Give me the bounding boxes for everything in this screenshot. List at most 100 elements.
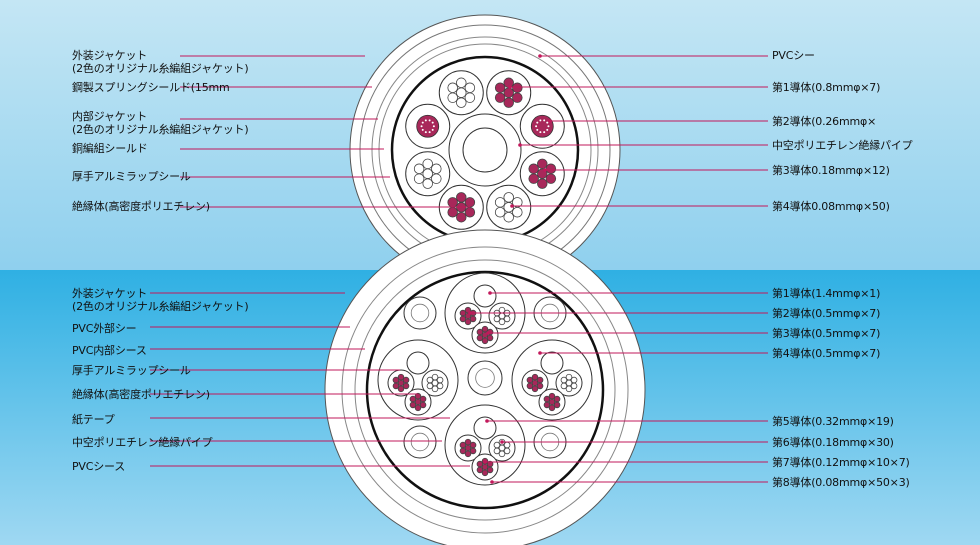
top-conductor-dot [431,121,434,124]
top-conductor-dot [421,128,424,131]
top-conductor-dot [431,128,434,131]
top-right-label-4: 中空ポリエチレン絶縁パイプ [772,139,913,152]
bottom-sub-bundle-left [377,339,459,421]
top-conductor-strand [464,92,476,103]
bottom-sub-bundle-top-conductor-strand [486,334,494,342]
top-conductor-dot [546,128,549,131]
bottom-sub-bundle-right-conductor-strand [548,392,556,400]
bottom-sub-bundle-right-conductor-strand [570,376,578,384]
bottom-sub-bundle-left-sheath [377,339,459,421]
bottom-sub-bundle-left-conductor-strand [436,376,444,384]
bottom-sub-bundle-top-conductor-strand [481,337,489,345]
bottom-sub-bundle-top-conductor-strand [476,334,484,342]
bottom-sub-bundle-bottom-conductor-strand [503,447,511,455]
bottom-sub-bundle-top-conductor-strand [498,318,506,326]
bottom-sub-bundle-right-conductor-strand [565,373,573,381]
bottom-sub-bundle-left-conductor-strand [397,385,405,393]
bottom-sub-bundle-left-conductor-strand [426,382,434,390]
bottom-sub-bundle-left-conductor [387,369,415,397]
bottom-sub-bundle-right-conductor-strand [536,376,544,384]
bottom-sub-bundle-top-conductor-strand [481,325,489,333]
top-conductor [486,70,532,116]
leader-end-dot [483,460,487,464]
leader-end-dot [538,54,542,58]
top-conductor [519,103,565,149]
top-conductor-strand [503,87,514,98]
bottom-sub-bundle-left-conductor-strand [431,373,439,381]
top-conductor-strand [537,178,548,189]
top-conductor-dot [535,125,538,128]
top-conductor-dot [421,121,424,124]
bottom-sub-bundle-left-conductor-strand [414,404,422,412]
top-conductor-strand [456,211,467,223]
top-left-label-1: 外装ジャケット(2色のオリジナル糸編組ジャケット) [72,49,249,75]
bottom-sub-bundle-right-conductor-strand [526,382,534,390]
top-conductor-strand [464,197,476,208]
top-conductor-strand [494,82,506,93]
leader-lines [150,54,768,484]
top-conductor-strand [456,97,467,108]
top-right-label-6: 第4導体0.08mmφ×50) [772,200,890,213]
bottom-filler-pipe-bore [410,303,430,323]
bottom-sub-bundle-bottom-conductor [471,453,499,481]
bottom-right-label-2: 第2導体(0.5mmφ×7) [772,307,881,320]
top-conductor-strand [422,178,433,189]
bottom-sub-bundle-left-conductor-strand [409,401,417,409]
bottom-right-label-5: 第5導体(0.32mmφ×19) [772,415,894,428]
bottom-left-label-3: PVC内部シース [72,344,147,357]
top-conductor-strand [422,168,433,179]
leader-end-dot [468,311,472,315]
top-conductor-strand [545,163,557,175]
bottom-sub-bundle-right-conductor-strand [560,376,568,384]
bottom-sub-bundle-bottom-conductor-strand [498,450,506,458]
bottom-sub-bundle-right-conductor-strand [543,395,551,403]
bottom-sub-bundle-left-conductor-strand [392,376,400,384]
bottom-sub-bundle-left-conductor [404,388,432,416]
bottom-sub-bundle-right [511,339,593,421]
bottom-right-label-1: 第1導体(1.4mmφ×1) [772,287,881,300]
top-conductor-strand [512,207,523,218]
bottom-left-label-1: 外装ジャケット(2色のオリジナル糸編組ジャケット) [72,287,249,313]
top-conductor-strand [494,92,506,103]
leader-end-dot [543,168,547,172]
bottom-sub-bundle-top-conductor [471,321,499,349]
top-conductor-dot [424,131,427,134]
bottom-sub-bundle-bottom-conductor-strand [493,447,501,455]
top-conductor-strand [447,197,458,208]
top-conductor-strand [447,82,458,93]
top-conductor-dot [420,125,423,128]
bottom-left-label-8: PVCシース [72,460,126,473]
top-conductor-dot [424,119,427,122]
top-conductor-strand [456,77,467,89]
top-conductor-dot [432,125,435,128]
bottom-sub-bundle-left-pipe [406,351,430,375]
leader-end-dot [485,419,489,423]
bottom-sub-bundle-bottom-conductor-strand [469,447,477,455]
bottom-left-label-6: 紙テープ [72,413,115,426]
bottom-right-label-3: 第3導体(0.5mmφ×7) [772,327,881,340]
top-conductor-strand [456,192,467,203]
bottom-sub-bundle-top-conductor-strand [503,315,511,323]
bottom-sub-bundle-bottom-conductor-strand [493,441,501,449]
top-conductor [438,70,484,116]
top-conductor-dot [543,119,546,122]
top-left-label-6: 絶縁体(高密度ポリエチレン) [72,200,210,213]
top-conductor-dot [539,131,542,134]
top-conductor-strand [456,87,467,98]
top-conductor-dot [536,121,539,124]
top-conductor-strand [494,197,506,208]
bottom-pvc-outer-sheath [341,246,629,534]
bottom-left-label-2: PVC外部シー [72,322,137,335]
top-conductor-dot [543,131,546,134]
bottom-sub-bundle-bottom-sheath [444,404,526,486]
bottom-sub-bundle-left-conductor-strand [431,385,439,393]
top-conductor-core [530,114,554,138]
bottom-sub-bundle-bottom-conductor-strand [459,441,467,449]
bottom-sub-bundle-bottom-conductor [454,434,482,462]
top-conductor-strand [528,163,539,175]
bottom-conductors [377,272,593,486]
bottom-sub-bundle-top-pipe [473,284,497,308]
bottom-sub-bundle-right-conductor [555,369,583,397]
bottom-right-label-7: 第7導体(0.12mmφ×10×7) [772,456,910,469]
bottom-sub-bundle-top-conductor-strand [469,315,477,323]
